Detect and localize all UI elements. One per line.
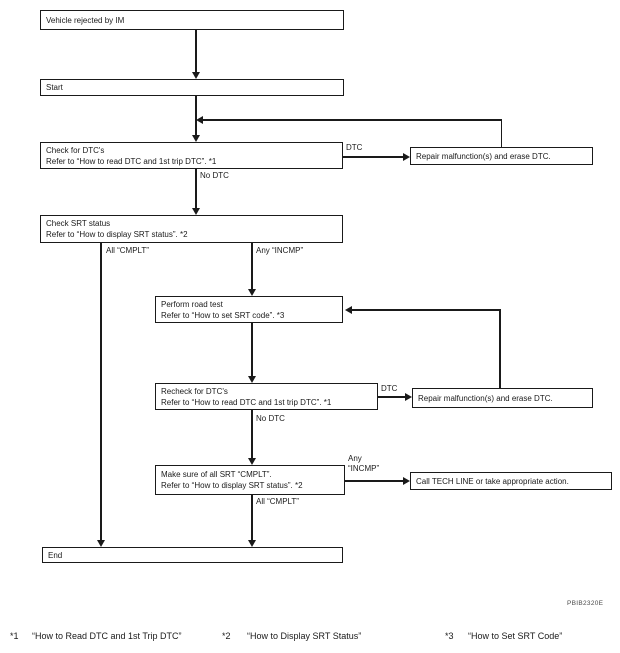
node-check-dtc-line2: Refer to “How to read DTC and 1st trip D… [46,156,217,166]
node-repair-dtc-1-label: Repair malfunction(s) and erase DTC. [416,151,551,161]
node-check-srt: Check SRT status Refer to “How to displa… [40,215,343,243]
node-recheck-dtc-line2: Refer to “How to read DTC and 1st trip D… [161,397,332,407]
node-repair-dtc-2-label: Repair malfunction(s) and erase DTC. [418,393,553,403]
edge-label-dtc-1: DTC [346,143,363,152]
node-start: Start [40,79,344,96]
node-repair-dtc-1: Repair malfunction(s) and erase DTC. [410,147,593,165]
connector-recheck-to-repair2 [378,396,405,398]
connector-check-srt-to-road-test [251,243,253,289]
connector-check-srt-to-end [100,243,102,540]
connector-check-dtc-to-check-srt [195,169,197,208]
edge-label-any-incmp-2-line1: Any [348,454,362,463]
node-vehicle-rejected-label: Vehicle rejected by IM [46,15,125,25]
connector-repair1-feedback-vertical [500,119,502,147]
arrowhead-into-call-tech [403,476,410,485]
edge-label-dtc-2: DTC [381,384,398,393]
node-call-tech-line: Call TECH LINE or take appropriate actio… [410,472,612,490]
node-call-tech-line-label: Call TECH LINE or take appropriate actio… [416,476,569,486]
connector-road-test-to-recheck [251,323,253,376]
node-end: End [42,547,343,563]
arrowhead-center-into-end [248,540,256,547]
node-make-sure-srt: Make sure of all SRT “CMPLT”. Refer to “… [155,465,345,495]
arrowhead-into-check-srt [192,208,200,215]
connector-make-sure-to-call-tech [345,480,403,482]
edge-label-any-incmp-2: Any “INCMP” [348,454,379,473]
arrowhead-into-repair1 [403,152,410,161]
connector-vehicle-to-start [195,30,197,73]
connector-make-sure-to-end [251,495,253,540]
arrowhead-into-repair2 [405,392,412,401]
node-check-dtc-line1: Check for DTC's [46,145,105,155]
footnote-2-marker: *2 [222,631,231,641]
connector-recheck-to-make-sure [251,410,253,458]
arrowhead-into-make-sure [248,458,256,465]
edge-label-no-dtc-1: No DTC [200,171,229,180]
arrowhead-left-into-end [97,540,105,547]
connector-start-to-check-dtc [195,96,197,135]
connector-repair1-feedback-horizontal [203,119,502,121]
node-road-test: Perform road test Refer to “How to set S… [155,296,343,323]
node-vehicle-rejected: Vehicle rejected by IM [40,10,344,30]
figure-code: PBIB2320E [567,600,604,607]
connector-repair2-feedback-horizontal [352,309,501,311]
node-make-sure-srt-line2: Refer to “How to display SRT status”. *2 [161,481,303,490]
node-repair-dtc-2: Repair malfunction(s) and erase DTC. [412,388,593,408]
node-start-label: Start [46,83,63,92]
footnote-1-text: “How to Read DTC and 1st Trip DTC” [32,631,182,641]
footnote-1-marker: *1 [10,631,19,641]
edge-label-any-incmp-1: Any “INCMP” [256,246,304,255]
node-check-srt-line1: Check SRT status [46,219,111,228]
node-road-test-line2: Refer to “How to set SRT code”. *3 [161,310,285,320]
connector-check-dtc-to-repair1 [343,156,403,158]
footnote-3-text: “How to Set SRT Code” [468,631,563,641]
node-check-srt-line2: Refer to “How to display SRT status”. *2 [46,230,188,239]
node-check-dtc: Check for DTC's Refer to “How to read DT… [40,142,343,169]
arrowhead-feedback2-into-road-test [345,305,352,314]
footnote-2-text: “How to Display SRT Status” [247,631,362,641]
arrowhead-into-start [192,72,200,79]
arrowhead-into-recheck [248,376,256,383]
node-recheck-dtc-line1: Recheck for DTC's [161,386,228,396]
connector-repair2-feedback-vertical [499,309,501,388]
edge-label-all-cmplt-2: All “CMPLT” [256,497,299,506]
arrowhead-into-check-dtc [192,135,200,142]
arrowhead-feedback1-into-main-line [196,115,203,124]
node-recheck-dtc: Recheck for DTC's Refer to “How to read … [155,383,378,410]
arrowhead-into-road-test [248,289,256,296]
edge-label-no-dtc-2: No DTC [256,414,285,423]
node-end-label: End [48,550,63,560]
edge-label-any-incmp-2-line2: “INCMP” [348,463,380,473]
node-road-test-line1: Perform road test [161,299,223,309]
footnote-3-marker: *3 [445,631,454,641]
edge-label-all-cmplt-1: All “CMPLT” [106,246,149,255]
node-make-sure-srt-line1: Make sure of all SRT “CMPLT”. [161,470,272,479]
